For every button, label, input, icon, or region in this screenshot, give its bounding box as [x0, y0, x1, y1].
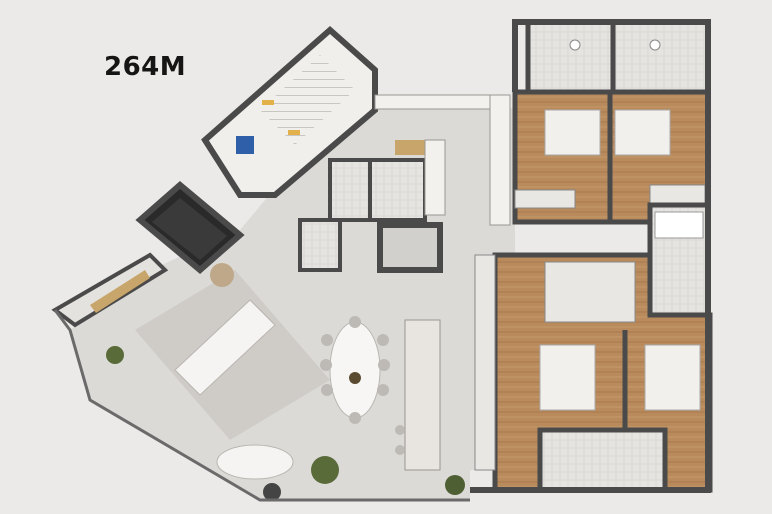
laundry-room: [368, 158, 427, 222]
plant: [106, 346, 124, 364]
bath-bottom: [537, 427, 668, 493]
wood-counter: [395, 140, 425, 155]
kitchen-island: [404, 319, 441, 471]
stair-flight: [260, 55, 355, 145]
sink: [569, 39, 581, 51]
wardrobe-2: [649, 184, 706, 204]
service-bath: [298, 218, 342, 272]
walk-in-closet: [544, 261, 636, 323]
service-room: [377, 222, 443, 273]
terrace-planter: [90, 270, 150, 313]
bathtub: [654, 211, 704, 239]
stool: [395, 445, 405, 455]
plant: [311, 456, 339, 484]
stool: [395, 425, 405, 435]
lounge-sofa: [216, 444, 294, 480]
powder-room: [328, 158, 372, 222]
cabinet-block: [424, 139, 446, 216]
side-table: [263, 483, 281, 501]
centerpiece: [349, 372, 361, 384]
wardrobe-1: [514, 189, 576, 209]
sink: [649, 39, 661, 51]
bedroom-3-bed: [644, 344, 701, 411]
elevator-cab: [152, 198, 227, 260]
exterior-wall: [470, 19, 711, 493]
stair-marker-2: [288, 130, 300, 135]
accessible-sign: [236, 136, 254, 154]
bath-top-left: [525, 19, 616, 95]
dining-chairs: [320, 316, 390, 424]
master-bed: [539, 344, 596, 411]
dining-table: [329, 321, 381, 419]
bed-1: [544, 109, 601, 156]
hall-wardrobe: [474, 254, 496, 471]
stair-marker-1: [262, 100, 274, 105]
exterior-wall-left: [53, 309, 470, 502]
plan-area-label: 264M: [104, 52, 187, 82]
sofa: [174, 299, 276, 396]
kitchen-counter-side: [489, 94, 511, 226]
plant: [445, 475, 465, 495]
terrace-strip: [51, 252, 169, 328]
bed-2: [614, 109, 671, 156]
bath-top-right: [610, 19, 711, 95]
armchair: [210, 263, 234, 287]
